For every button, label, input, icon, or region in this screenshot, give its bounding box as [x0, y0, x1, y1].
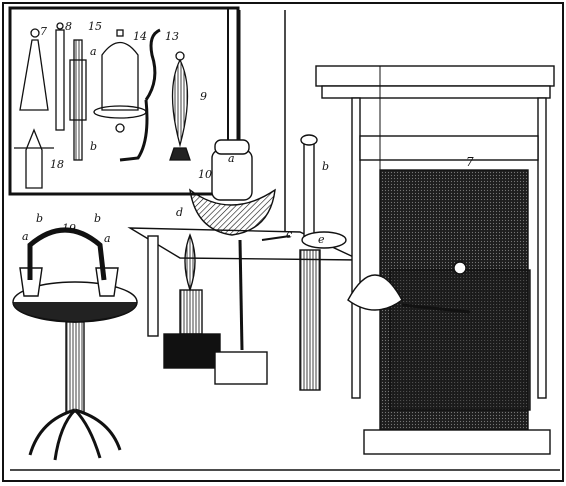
label-fig18: 18 [50, 158, 64, 171]
label-fig19: 19 [62, 222, 76, 235]
label-b-left: b [36, 212, 43, 225]
label-e: e [318, 233, 325, 246]
label-fig9: 9 [200, 90, 207, 103]
label-d: d [176, 206, 183, 219]
label-a-tube: a [90, 45, 97, 58]
label-fig15: 15 [88, 20, 102, 33]
label-b-pipe: b [322, 160, 329, 173]
label-c: c [286, 228, 292, 241]
label-fig13: 13 [165, 30, 179, 43]
label-a-jar: a [228, 152, 235, 165]
fireplace [315, 65, 555, 455]
label-a-right: a [104, 232, 111, 245]
side-table [127, 134, 361, 391]
label-fig7: 7 [40, 25, 47, 38]
label-b-tube: b [90, 140, 97, 153]
round-table [12, 227, 138, 461]
label-fig8: 8 [65, 20, 72, 33]
label-a-left: a [22, 230, 29, 243]
label-fig10: 10 [198, 168, 212, 181]
label-fig7-fire: 7 [466, 155, 474, 169]
label-fig14: 14 [133, 30, 147, 43]
label-b-right: b [94, 212, 101, 225]
apparatus-on-board [14, 22, 191, 189]
